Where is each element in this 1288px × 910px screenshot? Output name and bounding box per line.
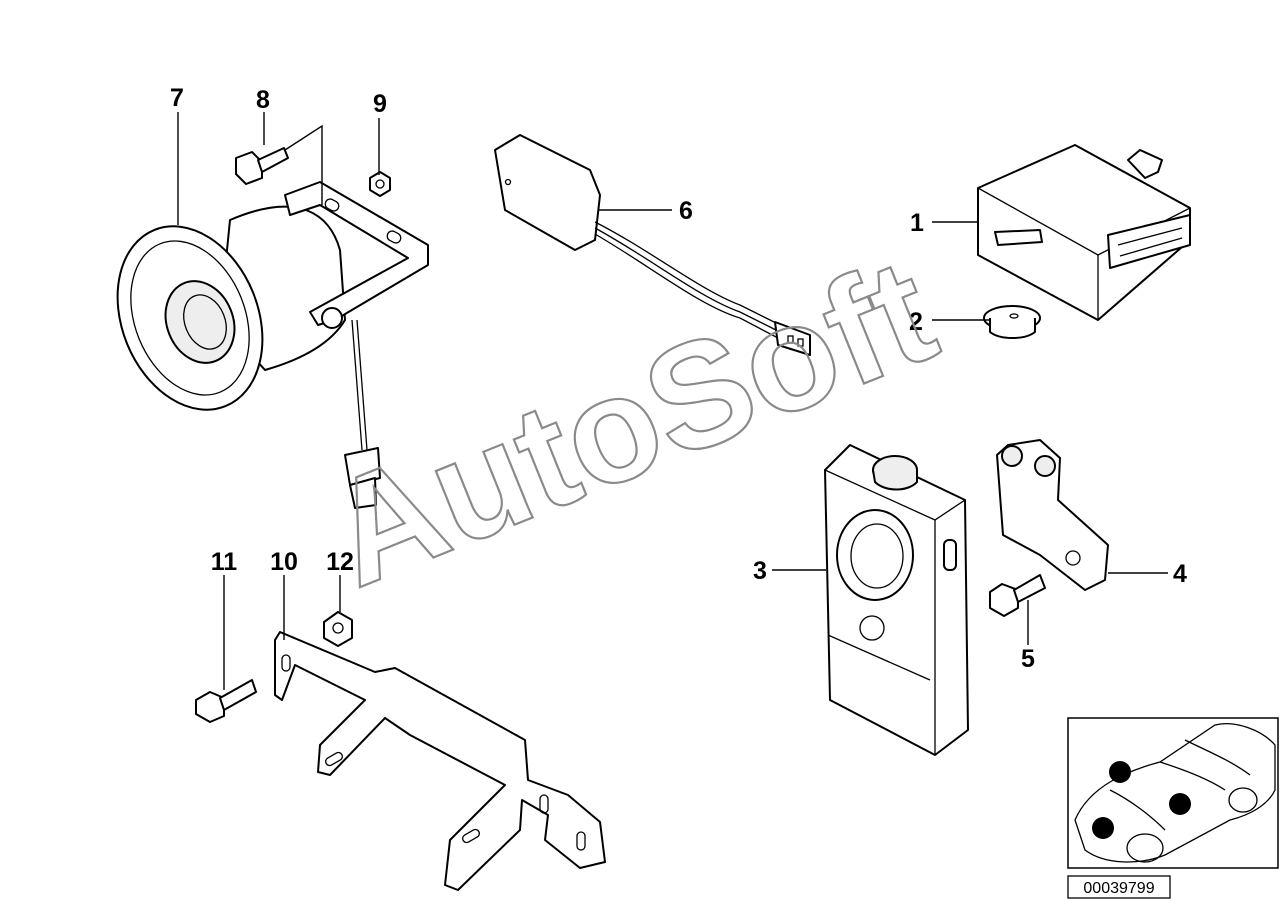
- part-10-bracket: [274, 631, 606, 891]
- callout-3: 3: [753, 557, 767, 585]
- callout-9: 9: [373, 90, 387, 118]
- leader-lines: [177, 112, 1168, 690]
- callout-12: 12: [326, 548, 354, 576]
- document-id-label: 00039799: [1083, 880, 1154, 897]
- part-8-bolt: [235, 147, 289, 185]
- part-2-grommet: [983, 305, 1041, 339]
- part-6-sensor: [494, 134, 811, 356]
- callouts: 1 2 3 4 5 6 7 8 9 10 11 12: [170, 84, 1187, 673]
- callout-11: 11: [211, 548, 238, 576]
- part-7-siren: [116, 181, 429, 509]
- callout-1: 1: [910, 209, 924, 237]
- part-4-bracket: [996, 439, 1109, 591]
- part-12-nut: [323, 611, 353, 647]
- car-location-icon: [1067, 717, 1279, 869]
- part-9-nut: [369, 171, 391, 197]
- part-3-siren-module: [824, 444, 969, 756]
- callout-8: 8: [256, 86, 270, 114]
- callout-4: 4: [1173, 560, 1187, 588]
- callout-10: 10: [270, 548, 298, 576]
- callout-5: 5: [1021, 645, 1035, 673]
- part-1-control-unit: [977, 144, 1191, 321]
- part-5-bolt: [989, 574, 1046, 617]
- callout-2: 2: [909, 308, 923, 336]
- document-id: 00039799: [1067, 875, 1171, 899]
- part-11-bolt: [195, 679, 257, 723]
- callout-6: 6: [679, 197, 693, 225]
- callout-7: 7: [170, 84, 184, 112]
